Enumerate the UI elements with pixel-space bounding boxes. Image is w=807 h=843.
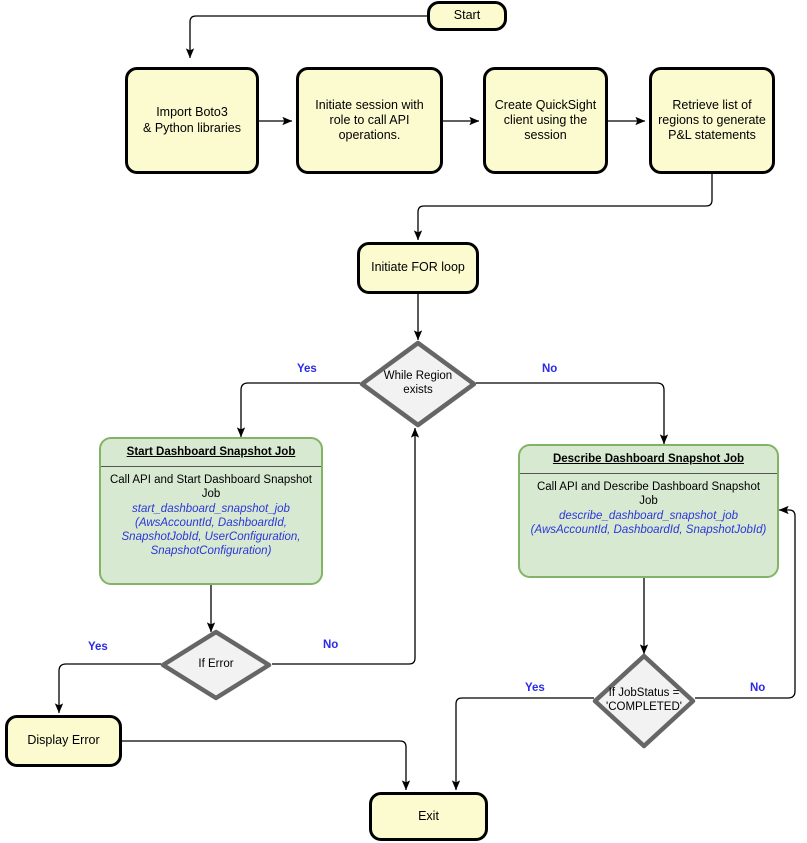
if-jobstatus-diamond-shape [592,653,696,749]
while-region-label-wrap: While Region exists [359,340,477,428]
edge-label-if-error-no: No [323,639,339,651]
edge-label-if-jobstatus-no: No [750,682,766,694]
if-error-label-wrap: If Error [160,629,272,701]
node-if-jobstatus[interactable]: If JobStatus = 'COMPLETED' [592,653,696,749]
edge-label-if-error-yes: Yes [88,641,108,653]
node-if-jobstatus-line2: 'COMPLETED' [606,701,682,713]
node-exit[interactable]: Exit [369,792,488,841]
start-snapshot-api-call: start_dashboard_snapshot_job (AwsAccount… [121,502,301,557]
node-while-region-line2: exists [403,384,433,396]
node-initiate-session[interactable]: Initiate session with role to call API o… [296,67,443,174]
node-exit-label: Exit [418,808,439,823]
wire-while-yes-to-start-snapshot [236,382,360,438]
node-while-region[interactable]: While Region exists [359,340,477,428]
edge-label-if-jobstatus-yes: Yes [525,682,545,694]
wire-if-error-yes-to-display [54,663,161,714]
while-region-diamond-shape [359,340,477,428]
node-create-client[interactable]: Create QuickSight client using the sessi… [483,67,608,174]
start-snapshot-body: Call API and Start Dashboard Snapshot Jo… [101,467,321,564]
node-create-client-label: Create QuickSight client using the sessi… [494,97,597,143]
edge-label-while-region-yes: Yes [297,363,317,375]
if-jobstatus-label-wrap: If JobStatus = 'COMPLETED' [592,653,696,749]
node-display-error[interactable]: Display Error [5,715,122,767]
if-error-diamond-shape [160,629,272,701]
start-snapshot-title: Start Dashboard Snapshot Job [101,439,321,467]
edge-label-while-region-no: No [542,363,558,375]
node-start-label: Start [453,8,481,23]
wire-start-to-import [185,15,427,59]
start-snapshot-description: Call API and Start Dashboard Snapshot Jo… [109,473,312,500]
node-retrieve-regions[interactable]: Retrieve list of regions to generate P&L… [649,67,775,174]
node-for-loop-label: Initiate FOR loop [371,260,465,275]
wire-while-no-to-describe [476,382,669,445]
node-while-region-line1: While Region [383,370,453,383]
node-retrieve-regions-label: Retrieve list of regions to generate P&L… [658,97,766,143]
node-if-jobstatus-line1: If JobStatus = [608,687,680,700]
describe-snapshot-title: Describe Dashboard Snapshot Job [520,446,777,474]
describe-snapshot-api-call: describe_dashboard_snapshot_job (AwsAcco… [530,509,767,536]
wire-display-error-to-exit [122,740,411,791]
node-describe-snapshot-job[interactable]: Describe Dashboard Snapshot Job Call API… [518,444,779,578]
node-import-boto3-line2: & Python libraries [143,120,241,135]
describe-snapshot-description: Call API and Describe Dashboard Snapshot… [536,480,761,507]
node-start[interactable]: Start [427,1,507,31]
wire-if-jobstatus-yes-to-exit [451,697,594,791]
node-initiate-session-label: Initiate session with role to call API o… [315,97,424,143]
node-for-loop[interactable]: Initiate FOR loop [357,242,479,294]
node-import-boto3-line1: Import Boto3 [156,105,228,120]
node-start-snapshot-job[interactable]: Start Dashboard Snapshot Job Call API an… [99,437,323,585]
node-import-boto3[interactable]: Import Boto3 & Python libraries [125,67,259,174]
describe-snapshot-body: Call API and Describe Dashboard Snapshot… [520,474,777,543]
node-display-error-label: Display Error [27,733,100,748]
wire-retrieve-to-forloop [413,168,713,241]
node-if-error[interactable]: If Error [160,629,272,701]
node-if-error-label: If Error [198,658,234,671]
